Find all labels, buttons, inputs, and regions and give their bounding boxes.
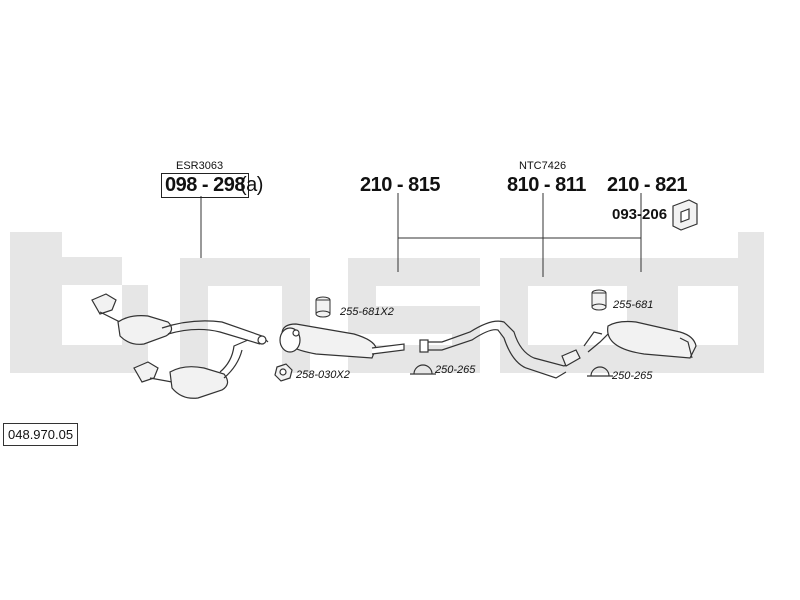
clamp-mid-icon <box>410 364 436 375</box>
front-part-suffix: (a) <box>240 174 263 196</box>
front-part-number[interactable]: 098 - 298 <box>161 173 250 198</box>
clamp-rear-label[interactable]: 250-265 <box>612 370 653 382</box>
middle-silencer <box>279 323 405 359</box>
clamp-mid-label[interactable]: 250-265 <box>435 364 476 376</box>
nut-icon <box>274 363 293 382</box>
intermediate-ref-label: NTC7426 <box>519 160 567 172</box>
clamp-rear-icon <box>587 366 613 377</box>
intermediate-part-number[interactable]: 810 - 811 <box>507 174 586 196</box>
front-ref-label: ESR3063 <box>176 160 224 172</box>
bracket-part-number[interactable]: 093-206 <box>612 206 668 223</box>
rubber-mount-mid-label[interactable]: 255-681X2 <box>340 306 394 318</box>
leader-lines <box>200 193 642 277</box>
catalog-number: 048.970.05 <box>3 423 79 446</box>
middle-part-number[interactable]: 210 - 815 <box>360 174 441 196</box>
rubber-mount-rear-icon <box>591 289 607 311</box>
nut-label[interactable]: 258-030X2 <box>296 369 350 381</box>
rubber-mount-mid-icon <box>315 296 331 318</box>
front-pipe-catalyst <box>91 293 269 399</box>
bracket-icon <box>672 199 698 231</box>
intermediate-pipe <box>419 320 581 379</box>
rear-silencer <box>583 320 697 359</box>
rubber-mount-rear-label[interactable]: 255-681 <box>613 299 654 311</box>
rear-part-number[interactable]: 210 - 821 <box>607 174 688 196</box>
